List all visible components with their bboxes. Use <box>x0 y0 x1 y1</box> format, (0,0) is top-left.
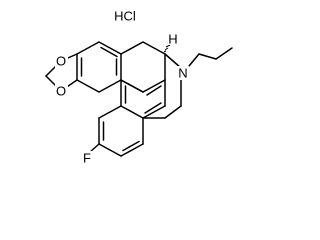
bond <box>120 105 144 119</box>
atom-label-f: F <box>83 151 91 166</box>
bond <box>98 105 122 119</box>
atom-label-h: H <box>168 32 177 47</box>
fluorobenzene-ring <box>120 79 166 119</box>
lower-benzo-ring <box>98 105 144 157</box>
bond <box>120 143 144 157</box>
atom-f: F <box>82 151 93 166</box>
benzodioxole-ring <box>76 41 122 93</box>
hash-line <box>163 50 167 53</box>
atom-o-top: O <box>55 54 68 69</box>
structure-canvas: O O N H F HCl <box>45 9 233 166</box>
hash-line <box>164 47 169 51</box>
bond-to-fluorine <box>89 143 100 153</box>
bond <box>120 79 144 93</box>
double-bond-inner <box>100 46 118 58</box>
bond <box>164 105 182 119</box>
bond <box>142 105 166 119</box>
bond <box>76 41 100 55</box>
atom-h: H <box>168 32 179 47</box>
bond <box>198 53 217 60</box>
double-bond-inner <box>122 140 140 152</box>
central-ring <box>120 41 166 93</box>
propyl-chain <box>188 47 233 67</box>
hash-line <box>165 44 171 48</box>
atom-label-o: O <box>56 84 66 99</box>
atom-label-n: N <box>178 66 187 81</box>
bond <box>142 41 166 55</box>
bond <box>164 53 182 69</box>
bond <box>120 41 144 55</box>
atom-o-bottom: O <box>55 84 68 99</box>
bond <box>142 79 166 93</box>
bond <box>98 79 122 93</box>
piperidine-ring <box>142 53 182 119</box>
double-bond-inner <box>146 85 162 96</box>
atom-label-o: O <box>56 54 66 69</box>
molecule-structure: O O N H F HCl <box>45 9 233 166</box>
bond <box>98 143 122 157</box>
bond <box>188 53 200 67</box>
bond <box>215 47 233 60</box>
salt-label: HCl <box>114 9 136 24</box>
atom-n: N <box>176 66 189 81</box>
bond <box>76 79 100 93</box>
double-bond-inner <box>144 102 162 114</box>
bond <box>98 41 122 55</box>
